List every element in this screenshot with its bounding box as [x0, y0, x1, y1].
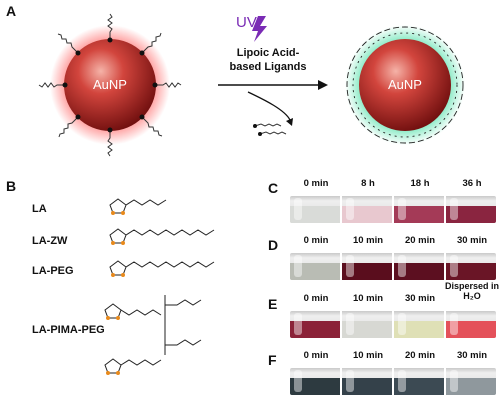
time-label-e-1: 10 min: [352, 293, 384, 304]
time-label-c-0: 0 min: [303, 178, 329, 189]
vial-e-1: [342, 311, 392, 338]
vial-f-0: [290, 368, 340, 395]
panel-label-d: D: [268, 237, 279, 253]
time-label-f-0: 0 min: [303, 350, 329, 361]
panel-label-c: C: [268, 180, 279, 196]
vial-row-e: [290, 311, 496, 338]
time-label-e-0: 0 min: [303, 293, 329, 304]
ligand-name-la: LA: [32, 203, 47, 215]
time-label-f-2: 20 min: [404, 350, 436, 361]
release-arrow: [247, 91, 291, 121]
panel-label-b: B: [6, 178, 17, 194]
time-label-f-3: 30 min: [456, 350, 488, 361]
uv-lightning-icon: [252, 16, 267, 42]
ligand-structures: [104, 198, 215, 375]
vial-c-0: [290, 196, 340, 223]
time-label-d-3: 30 min: [456, 235, 488, 246]
vial-row-f: [290, 368, 496, 395]
ligand-chains-left: [38, 13, 182, 157]
panel-label-a: A: [6, 3, 17, 19]
vial-row-d: [290, 253, 496, 280]
ligand-shell-right: [346, 26, 464, 144]
np-label-left: AuNP: [93, 77, 127, 92]
gold-nanoparticle-right: [359, 39, 451, 131]
time-label-d-1: 10 min: [352, 235, 384, 246]
ligand-name-la-pima-peg: LA-PIMA-PEG: [32, 324, 105, 336]
scheme-panel-a: [38, 13, 465, 157]
np-label-right: AuNP: [388, 77, 422, 92]
vial-f-1: [342, 368, 392, 395]
gold-nanoparticle-left: [64, 39, 156, 131]
vial-c-2: [394, 196, 444, 223]
reaction-label-line2: based Ligands: [229, 61, 307, 73]
vial-d-2: [394, 253, 444, 280]
vial-f-2: [394, 368, 444, 395]
vial-d-3: [446, 253, 496, 280]
vial-e-2: [394, 311, 444, 338]
ligand-name-la-peg: LA-PEG: [32, 265, 74, 277]
panel-label-e: E: [268, 296, 278, 312]
vial-f-3: [446, 368, 496, 395]
time-label-c-3: 36 h: [462, 178, 482, 189]
uv-label: UV: [236, 14, 257, 31]
vial-row-c: [290, 196, 496, 223]
vial-d-1: [342, 253, 392, 280]
time-label-c-2: 18 h: [410, 178, 430, 189]
vial-c-3: [446, 196, 496, 223]
panel-label-f: F: [268, 352, 277, 368]
time-label-e-3: Dispersed in H₂O: [444, 281, 499, 301]
reaction-label-line1: Lipoic Acid-: [236, 47, 300, 59]
vial-e-3: [446, 311, 496, 338]
vial-c-1: [342, 196, 392, 223]
vial-d-0: [290, 253, 340, 280]
ligand-name-la-zw: LA-ZW: [32, 235, 68, 247]
time-label-d-0: 0 min: [303, 235, 329, 246]
vial-e-0: [290, 311, 340, 338]
time-label-f-1: 10 min: [352, 350, 384, 361]
time-label-c-1: 8 h: [361, 178, 375, 189]
time-label-e-2: 30 min: [404, 293, 436, 304]
time-label-d-2: 20 min: [404, 235, 436, 246]
